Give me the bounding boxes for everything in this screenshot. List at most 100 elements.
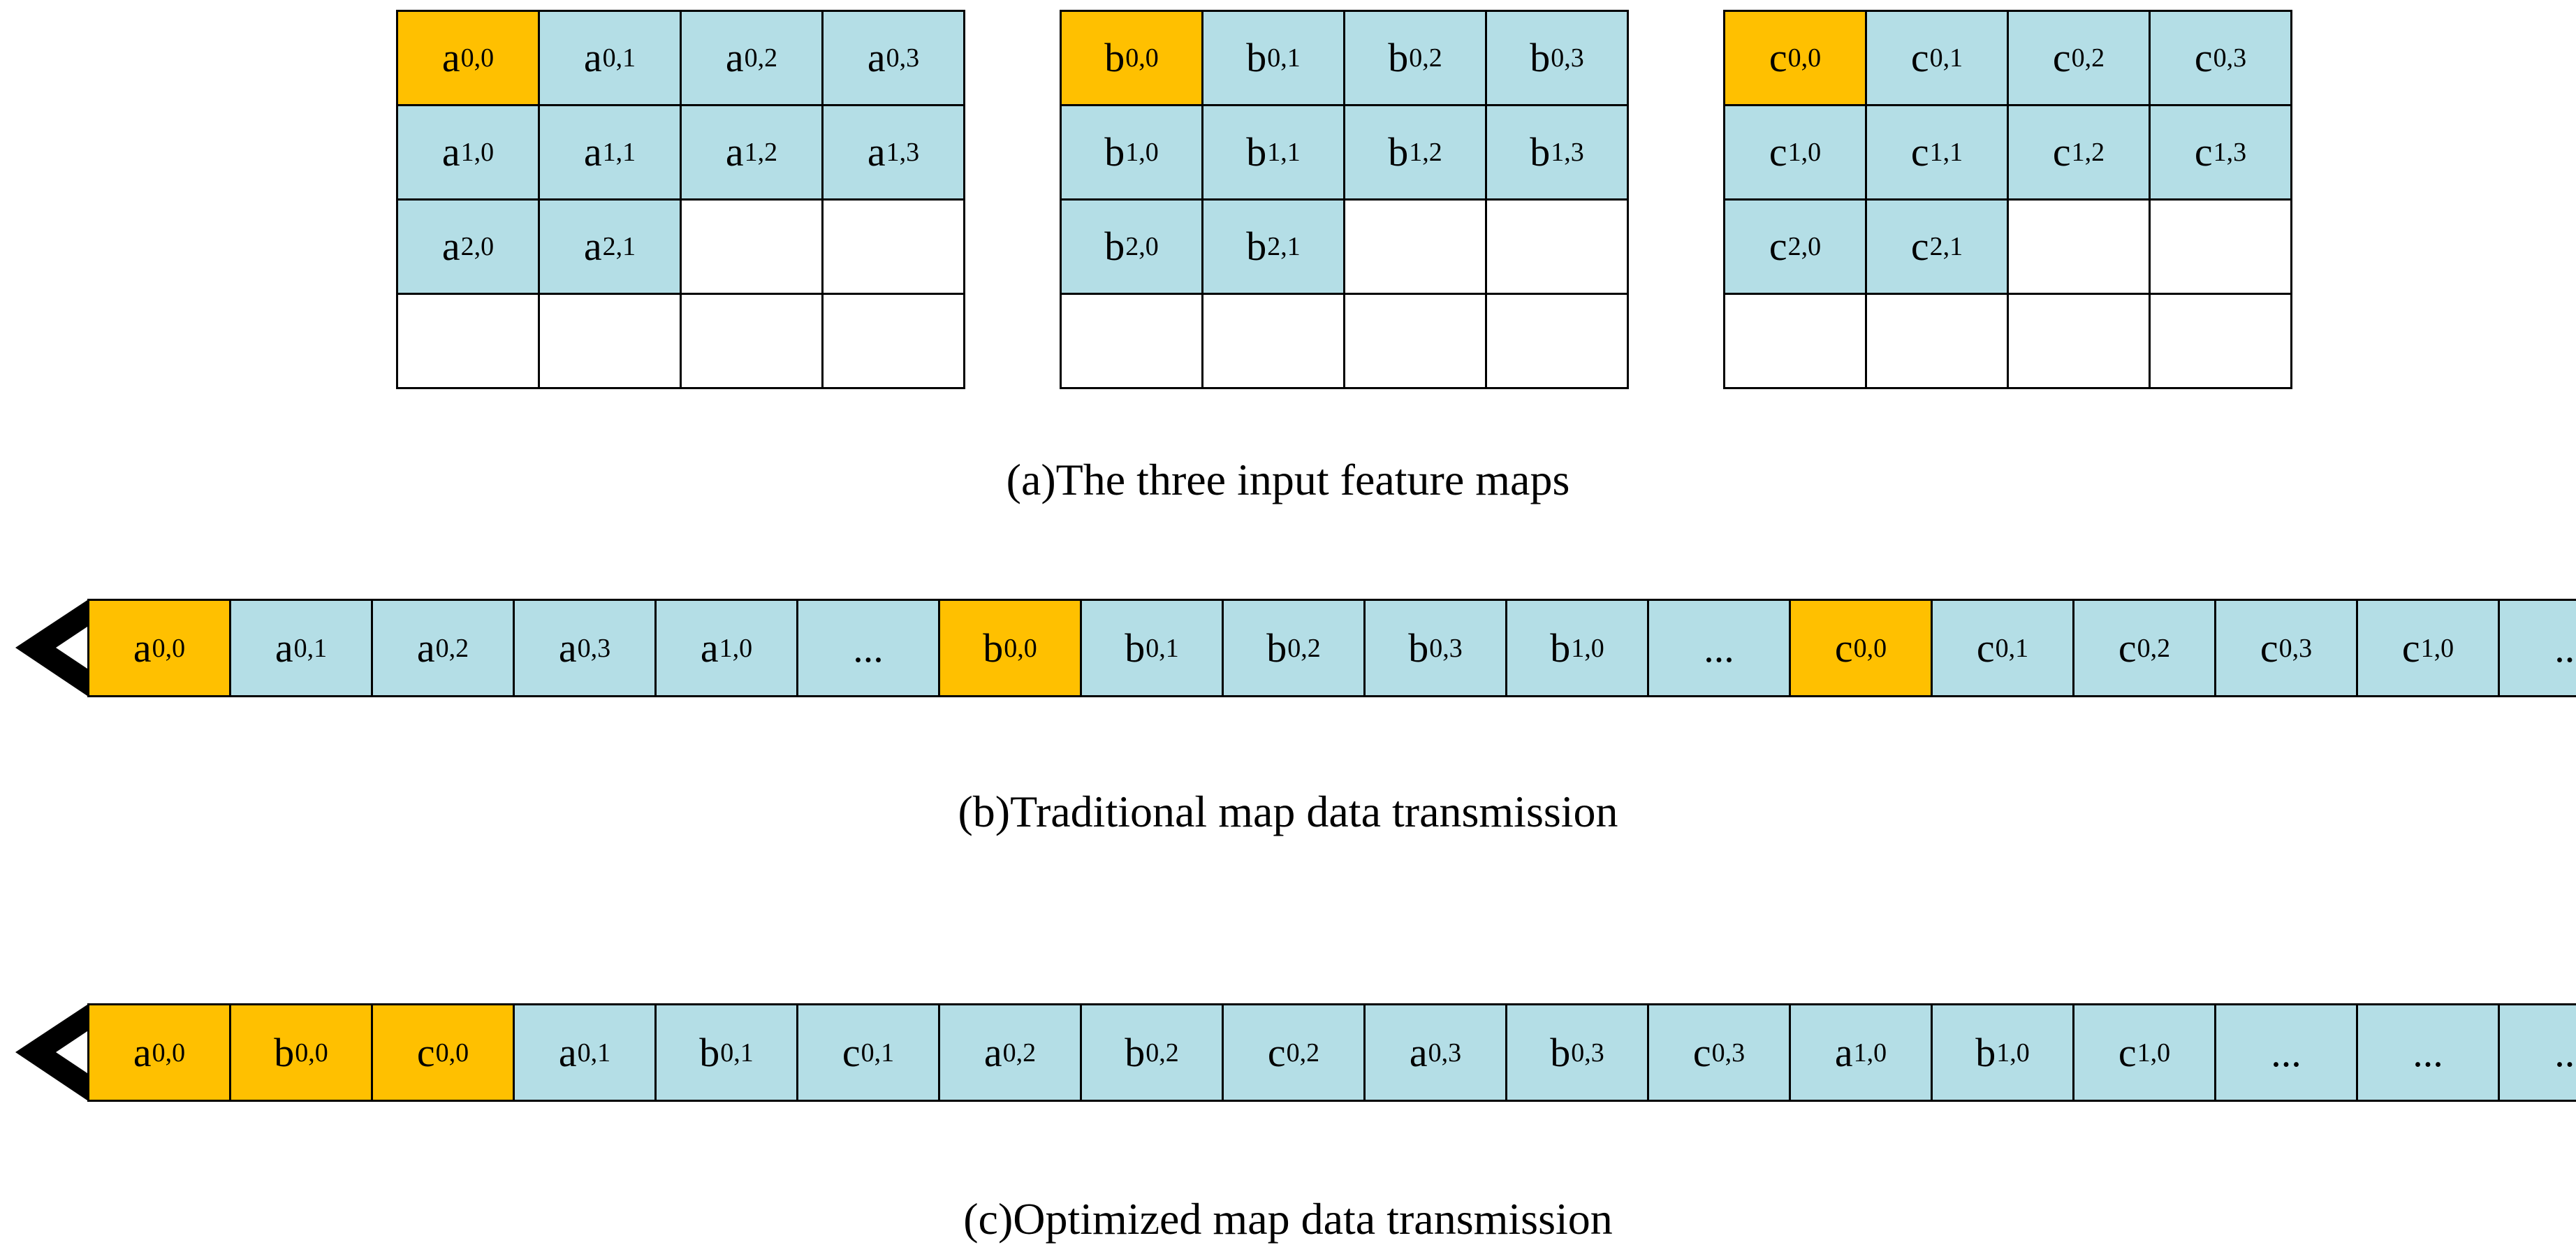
- cell-letter: b: [1246, 129, 1267, 175]
- cell-letter: a: [583, 129, 602, 175]
- sequence-ellipsis: ...: [2500, 1005, 2576, 1100]
- cell-letter: c: [1769, 224, 1787, 269]
- cell-letter: a: [583, 35, 602, 80]
- empty-cell: [2151, 201, 2292, 295]
- cell-letter: c: [416, 1029, 435, 1075]
- cell-letter: c: [1692, 1029, 1711, 1075]
- cell-letter: c: [2260, 625, 2278, 671]
- empty-cell: [398, 295, 540, 389]
- cell-letter: c: [2118, 1029, 2137, 1075]
- cell-letter: ...: [1704, 625, 1734, 671]
- cell-letter: a: [558, 1029, 577, 1075]
- cell-letter: b: [1125, 625, 1146, 671]
- cell-letter: a: [416, 625, 435, 671]
- cell-letter: b: [1388, 129, 1409, 175]
- cell-letter: b: [1104, 224, 1125, 269]
- cell-letter: a: [867, 35, 886, 80]
- empty-cell: [1203, 295, 1345, 389]
- cell-letter: c: [1910, 224, 1929, 269]
- cell-letter: c: [2118, 625, 2137, 671]
- cell-letter: ...: [853, 625, 884, 671]
- cell-letter: b: [1530, 35, 1551, 80]
- cell-letter: a: [725, 35, 744, 80]
- empty-cell: [1725, 295, 1867, 389]
- empty-cell: [1345, 201, 1487, 295]
- cell-letter: b: [699, 1029, 720, 1075]
- cell-letter: a: [441, 129, 460, 175]
- empty-cell: [1345, 295, 1487, 389]
- empty-cell: [1487, 295, 1629, 389]
- transmission-direction-arrow-icon: [15, 599, 89, 697]
- cell-letter: c: [1769, 35, 1787, 80]
- cell-letter: b: [1266, 625, 1287, 671]
- caption-traditional-transmission: (b)Traditional map data transmission: [958, 787, 1618, 836]
- cell-letter: c: [2052, 35, 2071, 80]
- empty-cell: [1867, 295, 2009, 389]
- cell-letter: b: [1246, 224, 1267, 269]
- sequence-ellipsis: ...: [2216, 1005, 2358, 1100]
- empty-cell: [1487, 201, 1629, 295]
- cell-letter: a: [1834, 1029, 1853, 1075]
- cell-letter: b: [1125, 1029, 1146, 1075]
- cell-letter: ...: [2413, 1029, 2443, 1075]
- cell-letter: b: [1530, 129, 1551, 175]
- cell-letter: c: [842, 1029, 861, 1075]
- transmission-direction-arrow-icon: [15, 1003, 89, 1102]
- cell-letter: c: [1910, 35, 1929, 80]
- cell-letter: a: [1409, 1029, 1428, 1075]
- caption-optimized-transmission: (c)Optimized map data transmission: [963, 1194, 1613, 1244]
- caption-input-feature-maps: (a)The three input feature maps: [1006, 455, 1570, 504]
- empty-cell: [824, 201, 965, 295]
- sequence-ellipsis: ...: [2500, 601, 2576, 695]
- cell-letter: a: [275, 625, 293, 671]
- cell-letter: ...: [2271, 1029, 2301, 1075]
- cell-letter: b: [1408, 625, 1429, 671]
- empty-cell: [1062, 295, 1203, 389]
- cell-letter: c: [2194, 35, 2213, 80]
- empty-cell: [824, 295, 965, 389]
- cell-letter: b: [1104, 129, 1125, 175]
- cell-letter: b: [274, 1029, 295, 1075]
- empty-cell: [540, 295, 682, 389]
- empty-cell: [2009, 201, 2151, 295]
